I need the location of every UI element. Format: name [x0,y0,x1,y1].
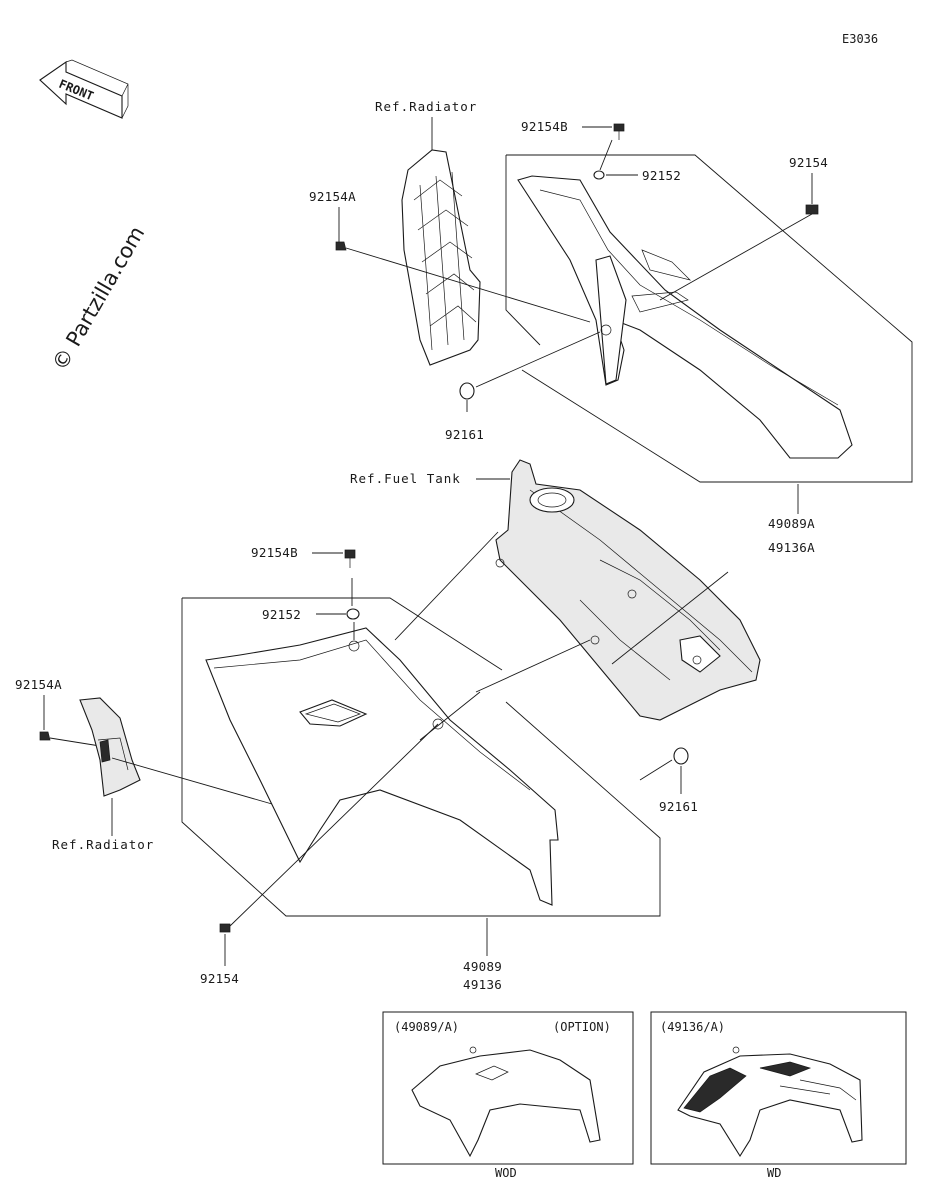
callout-lower-92154: 92154 [200,971,239,986]
callout-lower-assy-2: 49136 [463,977,502,992]
upper-shroud-drawing [517,175,853,459]
variant-panel-wd: (49136/A) WD [650,1011,907,1180]
variant-caption: WD [767,1166,781,1180]
upper-washer-92152 [593,170,605,180]
ref-radiator-lower: Ref.Radiator [52,837,154,852]
variant-caption: WOD [495,1166,517,1180]
callout-upper-92154: 92154 [789,155,828,170]
callout-lower-assy-1: 49089 [463,959,502,974]
radiator-upper-drawing [401,149,481,366]
ref-radiator-upper: Ref.Radiator [375,99,477,114]
radiator-lower-drawing [79,697,141,797]
lower-bolt-92154 [219,923,231,933]
callout-lower-92152: 92152 [262,607,301,622]
upper-bolt-92154B [613,123,625,140]
callout-upper-92161: 92161 [445,427,484,442]
callout-upper-assy-1: 49089A [768,516,815,531]
callout-lower-92161: 92161 [659,799,698,814]
variant-note: (OPTION) [553,1020,611,1034]
upper-grommet-92161 [459,382,475,400]
front-arrow-icon: FRONT [39,59,129,119]
upper-bolt-92154A [335,241,347,251]
variant-code: (49089/A) [394,1020,459,1034]
variant-panel-wod: (49089/A) (OPTION) WOD [382,1011,634,1180]
upper-bolt-92154 [805,204,819,215]
callout-upper-assy-2: 49136A [768,540,815,555]
lower-shroud-drawing [205,627,559,906]
callout-lower-92154A: 92154A [15,677,62,692]
callout-lower-92154B: 92154B [251,545,298,560]
lower-bolt-92154B [344,549,356,568]
watermark: © Partzilla.com [48,222,150,374]
variant-code: (49136/A) [660,1020,725,1034]
lower-grommet-92161 [673,747,689,765]
callout-upper-92154B: 92154B [521,119,568,134]
lower-washer-92152 [346,608,360,620]
ref-fuel-tank: Ref.Fuel Tank [350,471,461,486]
callout-upper-92152: 92152 [642,168,681,183]
diagram-code: E3036 [842,32,878,46]
fuel-tank-drawing [495,459,761,721]
lower-bolt-92154A [39,731,51,741]
callout-upper-92154A: 92154A [309,189,356,204]
